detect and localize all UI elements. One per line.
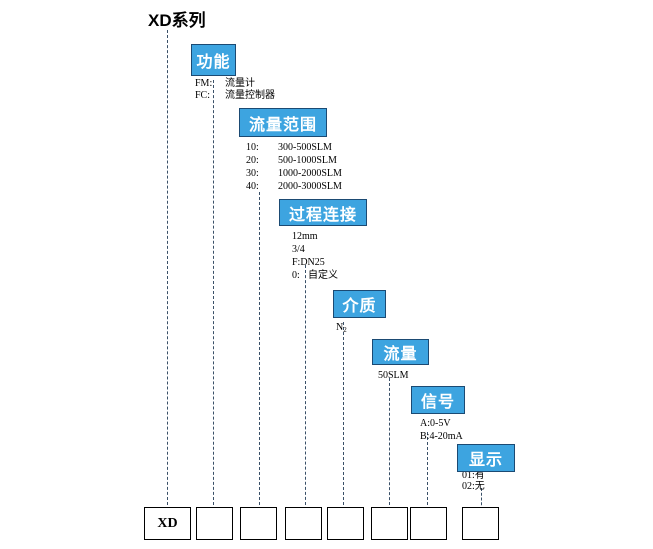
category-box-flow[interactable]: 流量: [372, 339, 429, 365]
option-row-process-connection-1: 3/4: [292, 244, 305, 255]
option-desc: 1000-2000SLM: [278, 168, 342, 179]
category-box-medium[interactable]: 介质: [333, 290, 386, 318]
option-row-signal-0: A:0-5V: [420, 418, 451, 429]
connector-line-6: [389, 378, 390, 510]
option-code: 12mm: [292, 231, 318, 242]
option-code: 10:: [246, 142, 259, 153]
option-code: 20:: [246, 155, 259, 166]
option-code: F:DN25: [292, 257, 325, 268]
code-box-3[interactable]: [240, 507, 277, 540]
option-desc: 2000-3000SLM: [278, 181, 342, 192]
option-desc: 流量计: [225, 78, 255, 89]
code-box-7[interactable]: [410, 507, 447, 540]
option-code: 01:有: [462, 470, 485, 481]
connector-line-7: [427, 432, 428, 510]
option-row-flow-range-2: 30: 1000-2000SLM: [246, 168, 342, 179]
option-desc: 500-1000SLM: [278, 155, 337, 166]
option-row-process-connection-3: 0: 自定义: [292, 270, 338, 281]
code-box-2[interactable]: [196, 507, 233, 540]
option-row-flow-range-0: 10: 300-500SLM: [246, 142, 332, 153]
category-box-process-connection[interactable]: 过程连接: [279, 199, 367, 226]
category-box-display[interactable]: 显示: [457, 444, 515, 472]
option-row-flow-0: 50SLM: [378, 370, 409, 381]
option-code: 3/4: [292, 244, 305, 255]
option-code-medium: N2: [336, 322, 347, 334]
code-box-8[interactable]: [462, 507, 499, 540]
option-row-display-0: 01:有: [462, 470, 485, 481]
option-code: A:0-5V: [420, 418, 451, 429]
option-row-flow-range-3: 40: 2000-3000SLM: [246, 181, 342, 192]
option-code: FC:: [195, 90, 211, 101]
page-title: XD系列: [148, 11, 206, 30]
connector-line-3: [259, 192, 260, 510]
option-row-function-0: FM: 流量计: [195, 78, 255, 89]
connector-line-8: [481, 488, 482, 510]
option-row-function-1: FC: 流量控制器: [195, 90, 275, 101]
option-desc: 300-500SLM: [278, 142, 332, 153]
option-code: 30:: [246, 168, 259, 179]
option-code: 0:: [292, 270, 300, 281]
option-code: 40:: [246, 181, 259, 192]
code-box-5[interactable]: [327, 507, 364, 540]
option-code: 02:无: [462, 481, 485, 492]
code-box-4[interactable]: [285, 507, 322, 540]
option-code: 50SLM: [378, 370, 409, 381]
category-box-function[interactable]: 功能: [191, 44, 236, 76]
option-row-medium-0: N2: [336, 322, 347, 336]
connector-line-5: [343, 322, 344, 510]
code-box-6[interactable]: [371, 507, 408, 540]
connector-line-1: [167, 30, 168, 510]
connector-line-4: [305, 265, 306, 510]
option-desc: 自定义: [308, 270, 338, 281]
option-row-flow-range-1: 20: 500-1000SLM: [246, 155, 337, 166]
option-code: FM:: [195, 78, 213, 89]
category-box-flow-range[interactable]: 流量范围: [239, 108, 327, 137]
connector-line-2: [213, 80, 214, 510]
option-row-display-1: 02:无: [462, 481, 485, 492]
option-desc: 流量控制器: [225, 90, 275, 101]
code-box-1[interactable]: XD: [144, 507, 191, 540]
option-code: B:4-20mA: [420, 431, 463, 442]
option-row-signal-1: B:4-20mA: [420, 431, 463, 442]
option-row-process-connection-2: F:DN25: [292, 257, 325, 268]
category-box-signal[interactable]: 信号: [411, 386, 465, 414]
option-row-process-connection-0: 12mm: [292, 231, 318, 242]
